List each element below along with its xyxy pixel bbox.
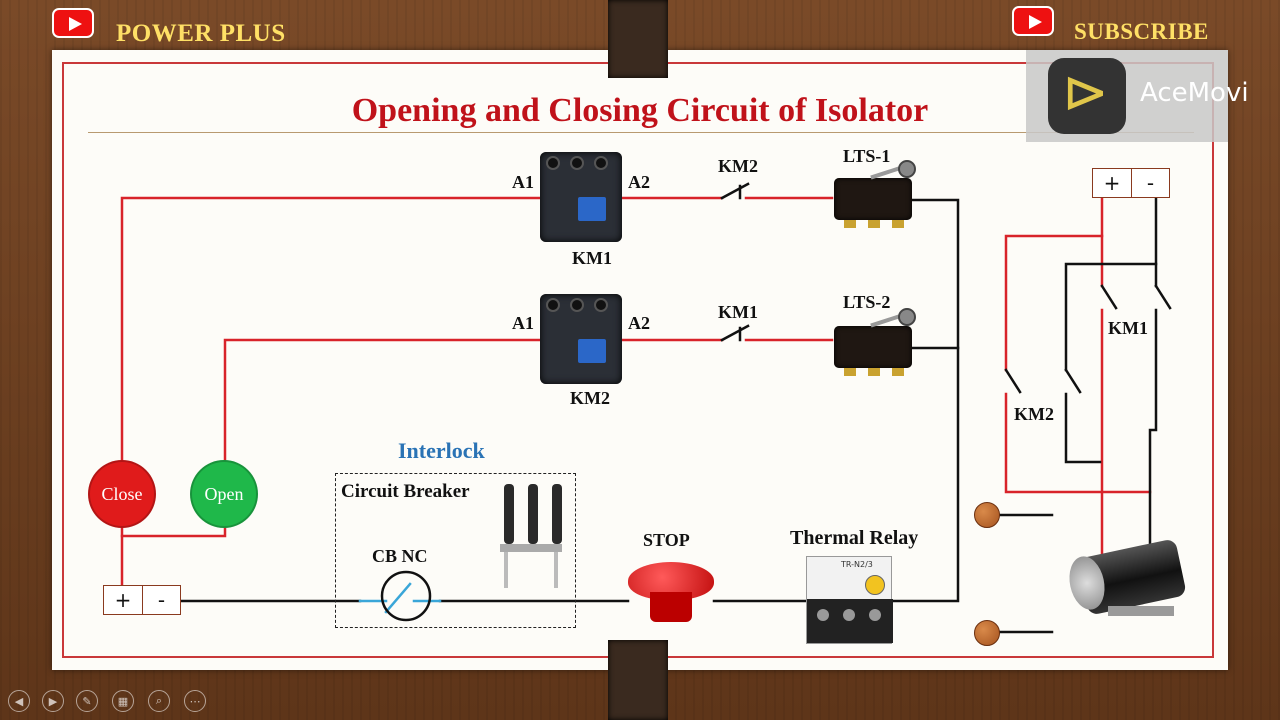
km1-contact-red [1100,284,1118,310]
prev-icon[interactable]: ◀ [8,690,30,712]
limit-terminal [844,220,856,228]
cb-nc-label: CB NC [372,546,428,566]
acemovi-watermark: AceMovi [1026,50,1249,142]
limit-terminal [892,368,904,376]
contactor-screw [570,156,584,170]
pen-icon[interactable]: ✎ [76,690,98,712]
km2-a1-label: A1 [512,313,534,333]
terminal-bottom [974,620,1000,646]
contactor-screw [546,156,560,170]
km1-a2-label: A2 [628,172,650,192]
breaker-pole [528,484,538,544]
km2-contact-red [1004,368,1022,394]
more-icon[interactable]: ⋯ [184,690,206,712]
lts1-label: LTS-1 [843,146,891,166]
motor-supply-plus: + [1103,171,1121,195]
circuit-breaker-image [494,482,574,594]
frame-post-top [608,0,668,78]
limit-terminal [892,220,904,228]
slide-title: Opening and Closing Circuit of Isolator [351,92,929,129]
next-icon[interactable]: ▶ [42,690,64,712]
terminal-top [974,502,1000,528]
supply-plus: + [114,588,132,612]
contactor-indicator [578,339,606,363]
interlock-box [335,473,576,628]
limit-roller [898,160,916,178]
lts2-label: LTS-2 [843,292,891,312]
motor-mount [1108,606,1174,616]
thermal-relay: TR-N2/3 [806,556,893,644]
wire-motor-plus [1004,194,1104,372]
cb-nc-circle [380,570,432,622]
thermal-model: TR-N2/3 [841,560,873,569]
contactor-indicator [578,197,606,221]
km1-coil-label: KM1 [572,248,612,268]
limit-terminal [868,220,880,228]
contactor-km2 [540,294,622,384]
breaker-leg [554,552,558,588]
circuit-breaker-label: Circuit Breaker [341,481,470,502]
open-button[interactable]: Open [190,460,258,528]
km2-coil-label: KM2 [570,388,610,408]
motor-km2-label: KM2 [1014,404,1054,424]
km2-nc-blade [720,182,750,200]
km1-nc-blade [720,324,750,342]
wire-open-branch [223,338,542,464]
acemovi-logo-icon [1048,58,1126,134]
motor-km1-label: KM1 [1108,318,1148,338]
km2-nc-label: KM2 [718,156,758,176]
stop-label: STOP [643,530,690,550]
breaker-frame [500,544,562,552]
channel-name: POWER PLUS [116,20,286,47]
km1-nc-label: KM1 [718,302,758,322]
breaker-pole [552,484,562,544]
dc-motor [1064,538,1190,630]
wire-km2-red-down [1004,392,1152,494]
km1-contact-black [1154,284,1172,310]
slides-icon[interactable]: ▦ [112,690,134,712]
km1-a1-label: A1 [512,172,534,192]
breaker-leg [504,552,508,588]
youtube-subscribe-icon[interactable] [1012,6,1054,36]
limit-terminal [868,368,880,376]
subscribe-label[interactable]: SUBSCRIBE [1074,19,1209,44]
wire-km1-black-down [1148,308,1158,550]
thermal-relay-label: Thermal Relay [790,527,919,549]
motor-supply-terminal: + - [1092,168,1170,198]
interlock-label: Interlock [398,438,485,463]
breaker-pole [504,484,514,544]
frame-post-bottom [608,640,668,720]
stop-stem [650,592,692,622]
motor-supply-minus: - [1131,169,1169,197]
close-button[interactable]: Close [88,460,156,528]
control-supply-terminal: + - [103,585,181,615]
channel-header: POWER PLUS SUBSCRIBE [0,0,1280,50]
wire-open-to-common [120,526,227,538]
limit-switch-lts2 [834,308,916,376]
contactor-screw [570,298,584,312]
stop-button[interactable] [628,562,714,622]
wire-return-lts1 [892,198,960,603]
km2-contact-black [1064,368,1082,394]
cb-nc-blade [384,582,412,614]
supply-minus: - [142,586,180,614]
wire-motor-minus [1064,194,1158,372]
contactor-screw [594,156,608,170]
contactor-screw [594,298,608,312]
thermal-terminals [807,599,893,643]
title-divider [88,132,1194,133]
zoom-icon[interactable]: ⌕ [148,690,170,712]
acemovi-text: AceMovi [1140,78,1249,108]
limit-terminal [844,368,856,376]
wire-close-branch [120,196,542,464]
limit-switch-lts1 [834,160,916,228]
limit-roller [898,308,916,326]
contactor-screw [546,298,560,312]
contactor-km1 [540,152,622,242]
wire-km2-black-down [1064,392,1102,464]
km2-a2-label: A2 [628,313,650,333]
thermal-dial [865,575,885,595]
youtube-icon[interactable] [52,8,94,38]
